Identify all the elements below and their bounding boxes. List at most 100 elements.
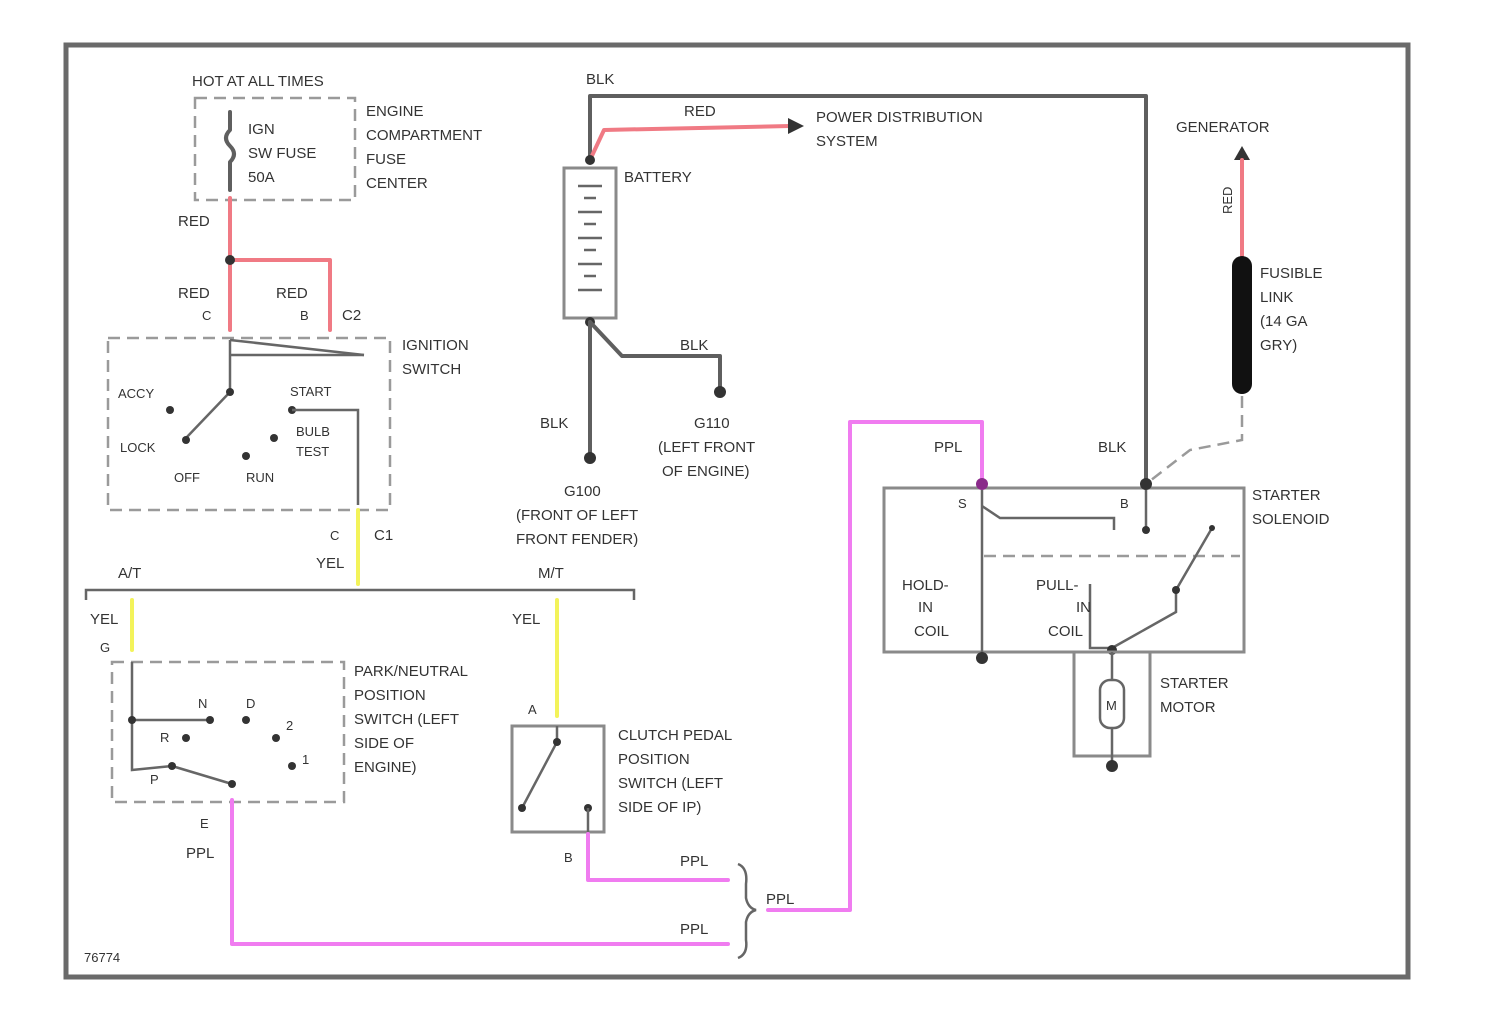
wire-red-label-3: RED — [276, 285, 308, 302]
contact-lock — [182, 436, 190, 444]
wire-blk-batt-label: BLK — [540, 415, 568, 432]
power-dist-arrow — [788, 118, 804, 134]
starter-solenoid-label-2: SOLENOID — [1252, 511, 1330, 528]
starter-motor-label-2: MOTOR — [1160, 699, 1216, 716]
fuse-center-label-3: FUSE — [366, 151, 406, 168]
wire-ppl-join-label: PPL — [766, 891, 794, 908]
wire-red-label-2: RED — [178, 285, 210, 302]
hold-in-coil-label-3: COIL — [914, 623, 949, 640]
generator-feed: GENERATOR RED FUSIBLE LINK (14 GA GRY) — [1146, 119, 1323, 484]
fusible-link-label-4: GRY) — [1260, 337, 1297, 354]
contact-1 — [288, 762, 296, 770]
starter-solenoid-label-1: STARTER — [1252, 487, 1321, 504]
ground-g110-point — [714, 386, 726, 398]
gear-p-label: P — [150, 772, 159, 787]
contact-acc — [166, 406, 174, 414]
pos-off-label: OFF — [174, 470, 200, 485]
fusible-link-connection — [1146, 396, 1242, 484]
fusible-link-label-1: FUSIBLE — [1260, 265, 1323, 282]
contact-run — [270, 434, 278, 442]
wire-red-gen-label: RED — [1220, 187, 1235, 214]
solenoid-contact-arm — [1112, 528, 1212, 648]
wire-ppl-solenoid-label: PPL — [934, 439, 962, 456]
park-neutral-switch: G N D R 2 P 1 PARK/NEUTRAL POSITION SWIT… — [100, 640, 468, 802]
gear-d-label: D — [246, 696, 255, 711]
ground-g110-label-2: (LEFT FRONT — [658, 439, 755, 456]
contact-p — [168, 762, 176, 770]
solenoid-contact — [1142, 526, 1150, 534]
motor-symbol-label: M — [1106, 698, 1117, 713]
wire-ppl-bottom-label: PPL — [680, 921, 708, 938]
contact-d — [242, 716, 250, 724]
pnp-input-line — [132, 662, 172, 770]
pos-lock-label: LOCK — [120, 440, 156, 455]
clutch-contact-1 — [518, 804, 526, 812]
gear-n-label: N — [198, 696, 207, 711]
pos-run-label: RUN — [246, 470, 274, 485]
battery-cells — [578, 186, 602, 290]
contact-n — [206, 716, 214, 724]
pnp-switch-label-4: SIDE OF — [354, 735, 414, 752]
hold-in-coil-label-1: HOLD- — [902, 577, 949, 594]
at-option-label: A/T — [118, 565, 141, 582]
wire-blk-top-label: BLK — [586, 71, 614, 88]
wire-ppl-clutch-label: PPL — [680, 853, 708, 870]
pos-bulb-test-label-1: BULB — [296, 424, 330, 439]
pos-bulb-test-label-2: TEST — [296, 444, 329, 459]
wire-red-label-1: RED — [178, 213, 210, 230]
ground-g100-point — [584, 452, 596, 464]
starter-motor: M STARTER MOTOR — [1074, 645, 1229, 772]
battery: BLK RED POWER DISTRIBUTION SYSTEM BATTER… — [516, 71, 1146, 548]
pull-in-coil-label-3: COIL — [1048, 623, 1083, 640]
ground-g110-label-1: G110 — [694, 415, 730, 432]
pull-in-coil-label-2: IN — [1076, 599, 1091, 616]
fusible-link-label-2: LINK — [1260, 289, 1293, 306]
solenoid-s-terminal — [976, 478, 988, 490]
clutch-pivot — [553, 738, 561, 746]
ppl-join-brace — [738, 864, 756, 958]
pnp-output-node — [228, 780, 236, 788]
mt-option-label: M/T — [538, 565, 564, 582]
wire-yel-mt-label: YEL — [512, 611, 540, 628]
clutch-pedal-switch: A CLUTCH PEDAL POSITION SWITCH (LEFT SID… — [512, 702, 732, 832]
ignition-contact-arm — [186, 392, 230, 438]
pin-a-label: A — [528, 702, 537, 717]
pin-g-label: G — [100, 640, 110, 655]
fuse-center-label-4: CENTER — [366, 175, 428, 192]
fuse-center-label-2: COMPARTMENT — [366, 127, 482, 144]
pin-s-label: S — [958, 496, 967, 511]
pnp-node — [128, 716, 136, 724]
wire-ppl-pnp — [232, 800, 728, 944]
ground-g100-label-2: (FRONT OF LEFT — [516, 507, 638, 524]
hot-at-all-times-label: HOT AT ALL TIMES — [192, 73, 324, 90]
starter-motor-ground — [1106, 760, 1118, 772]
pull-in-coil-label-1: PULL- — [1036, 577, 1079, 594]
wire-yel-at-label: YEL — [90, 611, 118, 628]
pin-e-label: E — [200, 816, 209, 831]
wire-red-power-dist — [590, 126, 790, 160]
contact-off — [242, 452, 250, 460]
generator-arrow — [1234, 146, 1250, 160]
ignition-switch-label-2: SWITCH — [402, 361, 461, 378]
ignition-switch-label-1: IGNITION — [402, 337, 469, 354]
contact-r — [182, 734, 190, 742]
pnp-switch-box — [112, 662, 344, 802]
clutch-contact-arm — [522, 726, 557, 808]
wire-ppl-pnp-label: PPL — [186, 845, 214, 862]
pnp-switch-label-5: ENGINE) — [354, 759, 417, 776]
ground-g100-label-3: FRONT FENDER) — [516, 531, 638, 548]
pnp-switch-label-3: SWITCH (LEFT — [354, 711, 459, 728]
wire-blk-battery-to-starter — [590, 96, 1146, 484]
hold-in-coil-ground — [976, 652, 988, 664]
option-bracket — [86, 590, 634, 600]
pin-b-clutch-label: B — [564, 850, 573, 865]
fuse-name-label: SW FUSE — [248, 145, 316, 162]
ground-g100-label-1: G100 — [564, 483, 601, 500]
fuse-rating-label: 50A — [248, 169, 275, 186]
battery-label: BATTERY — [624, 169, 692, 186]
pin-c-label: C — [202, 308, 211, 323]
fusible-link-label-3: (14 GA — [1260, 313, 1308, 330]
conn-c2-label: C2 — [342, 307, 361, 324]
